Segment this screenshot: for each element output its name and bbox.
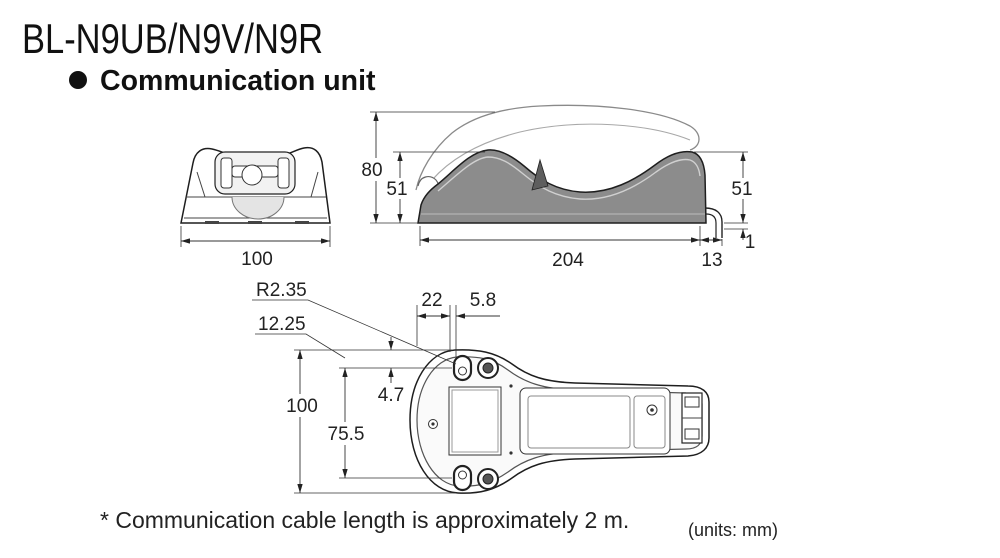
bullet-icon: [69, 71, 87, 89]
bottom-marker-top: [509, 384, 513, 388]
front-view-foot-left: [205, 221, 219, 224]
side-cable-offset-label: 13: [701, 250, 722, 271]
side-cable-drop-label: 1: [745, 232, 756, 253]
front-view-grip-right: [277, 157, 290, 189]
cable-length-footnote: * Communication cable length is approxim…: [100, 507, 629, 533]
hole-x-label: 22: [421, 290, 442, 311]
bottom-screw-left-inner: [431, 422, 435, 426]
hole-pitch-label: 75.5: [328, 424, 365, 445]
side-view-trigger-fin: [531, 158, 549, 191]
front-view-left-wall: [196, 171, 206, 198]
side-height-total-label: 80: [361, 160, 382, 181]
side-length-label: 204: [552, 250, 584, 271]
bottom-marker-bottom: [509, 451, 513, 455]
hole-radius-label: R2.35: [256, 280, 307, 301]
bottom-label-area-inner: [451, 389, 499, 453]
bottom-connector-tab-top: [684, 396, 700, 408]
section-heading: Communication unit: [100, 65, 376, 97]
bottom-connector-tab-bottom: [684, 428, 700, 440]
bottom-screw-right-inner: [650, 408, 654, 412]
side-view-scanner-underside: [431, 123, 691, 181]
bottom-channel-end: [633, 395, 666, 449]
bottom-view: 100 75.5 4.7 22 5.8 12.25 R2.35: [252, 280, 710, 494]
front-width-label: 100: [241, 249, 273, 270]
side-view-cable-inner: [705, 213, 717, 238]
bottom-label-area: [448, 386, 502, 456]
front-view: 100: [180, 146, 331, 270]
front-view-lens-ghost: [231, 196, 285, 220]
front-view-foot-right: [295, 221, 309, 224]
hole-radius-leader: [252, 299, 457, 365]
edge-offset-leader: [255, 333, 346, 359]
front-view-foot-center: [248, 221, 262, 224]
hole-y-label: 4.7: [378, 385, 404, 406]
side-view: 80 51 51 1 204 13: [361, 104, 756, 271]
edge-offset-label: 12.25: [258, 314, 306, 335]
front-view-right-wall: [310, 171, 319, 198]
side-view-cable-outer: [704, 207, 723, 238]
page-title: BL-N9UB/N9V/N9R: [22, 15, 323, 62]
mounting-hole-bottom-right-inner: [482, 473, 494, 485]
side-view-base: [417, 149, 707, 224]
front-view-grip-left: [220, 157, 233, 189]
units-note: (units: mm): [688, 520, 778, 540]
mounting-hole-top-right-inner: [482, 362, 494, 374]
bottom-width-label: 100: [286, 396, 318, 417]
bottom-channel-recess: [527, 395, 631, 449]
side-view-base-top-rim: [437, 156, 701, 200]
side-front-height-label: 51: [386, 179, 407, 200]
side-rear-height-label: 51: [731, 179, 752, 200]
bottom-channel: [519, 387, 671, 455]
front-view-center-knob: [241, 164, 263, 186]
hole-gap-label: 5.8: [470, 290, 496, 311]
side-view-scanner-ghost: [415, 104, 700, 191]
mounting-hole-bottom-left-center: [458, 470, 467, 480]
mounting-hole-top-left-center: [458, 366, 467, 376]
